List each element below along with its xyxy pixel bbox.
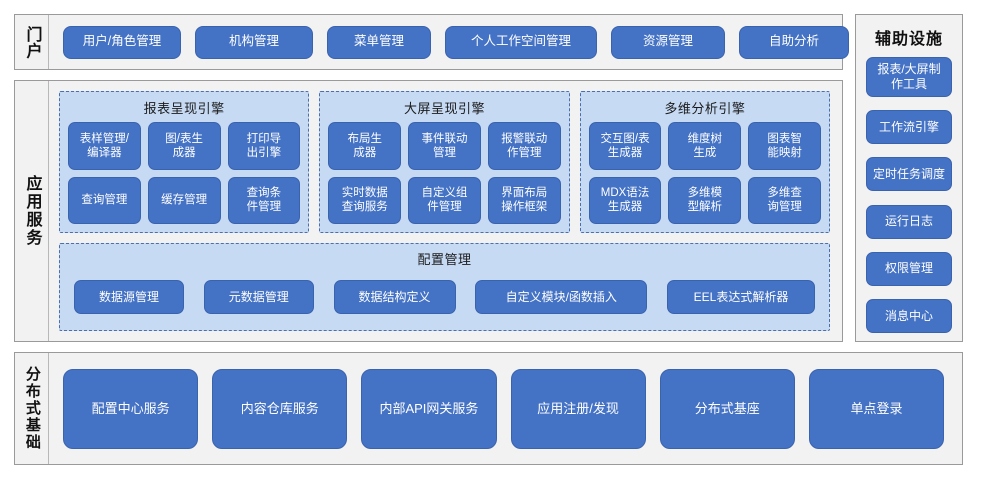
aux-item-workflow-engine[interactable]: 工作流引擎 [866, 110, 952, 145]
engine-item-event-linkage-management[interactable]: 事件联动 管理 [408, 122, 481, 170]
base-item-distributed-foundation[interactable]: 分布式基座 [659, 368, 795, 449]
portal-section-label: 门户 [15, 15, 49, 69]
config-item-metadata-management[interactable]: 元数据管理 [203, 280, 314, 314]
config-item-datasource-management[interactable]: 数据源管理 [74, 280, 184, 314]
engines-row: 报表呈现引擎 表样管理/ 编译器 图/表生 成器 打印导 出引擎 查询管理 缓存… [59, 91, 830, 233]
engine-item-chart-table-generator[interactable]: 图/表生 成器 [147, 122, 221, 170]
auxiliary-facilities-list: 报表/大屏制 作工具 工作流引擎 定时任务调度 运行日志 权限管理 消息中心 [866, 57, 952, 333]
report-rendering-engine-title: 报表呈现引擎 [143, 101, 225, 116]
engine-item-realtime-data-query-service[interactable]: 实时数据 查询服务 [328, 176, 402, 224]
aux-item-scheduled-task-scheduler[interactable]: 定时任务调度 [866, 157, 952, 192]
large-screen-engine-grid: 布局生 成器 事件联动 管理 报警联动 作管理 实时数据 查询服务 自定义组 件… [328, 122, 561, 224]
multidimensional-analysis-engine-grid: 交互图/表 生成器 维度树 生成 图表智 能映射 MDX语法 生成器 多维模 型… [588, 122, 821, 224]
engine-item-cache-management[interactable]: 缓存管理 [147, 176, 221, 224]
portal-item-personal-workspace-management[interactable]: 个人工作空间管理 [445, 25, 597, 59]
engine-item-query-management[interactable]: 查询管理 [68, 176, 141, 224]
auxiliary-facilities-section: 辅助设施 报表/大屏制 作工具 工作流引擎 定时任务调度 运行日志 权限管理 消… [855, 14, 963, 342]
portal-item-menu-management[interactable]: 菜单管理 [327, 25, 431, 59]
base-item-content-repository-service[interactable]: 内容仓库服务 [212, 368, 348, 449]
application-services-section: 应用服务 报表呈现引擎 表样管理/ 编译器 图/表生 成器 打印导 出引擎 查询… [14, 80, 843, 342]
application-services-body: 报表呈现引擎 表样管理/ 编译器 图/表生 成器 打印导 出引擎 查询管理 缓存… [49, 81, 842, 341]
base-item-app-registration-discovery[interactable]: 应用注册/发现 [510, 368, 646, 449]
configuration-management-title: 配置管理 [417, 252, 472, 267]
base-item-single-sign-on[interactable]: 单点登录 [808, 368, 945, 449]
engine-item-query-condition-management[interactable]: 查询条 件管理 [227, 176, 301, 224]
config-item-data-structure-definition[interactable]: 数据结构定义 [333, 280, 456, 314]
engine-item-alarm-linkage-action-management[interactable]: 报警联动 作管理 [487, 122, 561, 170]
application-services-section-label: 应用服务 [15, 81, 49, 341]
config-item-custom-module-function-insert[interactable]: 自定义模块/函数插入 [475, 280, 648, 314]
engine-item-report-template-manager[interactable]: 表样管理/ 编译器 [68, 122, 141, 170]
engine-item-chart-smart-mapping[interactable]: 图表智 能映射 [748, 122, 821, 170]
portal-item-self-service-analysis[interactable]: 自助分析 [739, 25, 849, 59]
engine-item-layout-generator[interactable]: 布局生 成器 [328, 122, 402, 170]
distributed-base-button-row: 配置中心服务 内容仓库服务 内部API网关服务 应用注册/发现 分布式基座 单点… [49, 353, 962, 464]
aux-item-runtime-log[interactable]: 运行日志 [866, 204, 952, 239]
large-screen-engine-group: 大屏呈现引擎 布局生 成器 事件联动 管理 报警联动 作管理 实时数据 查询服务… [319, 91, 570, 233]
engine-item-dimension-tree-generation[interactable]: 维度树 生成 [668, 122, 742, 170]
auxiliary-facilities-title: 辅助设施 [874, 31, 943, 48]
large-screen-engine-title: 大屏呈现引擎 [403, 101, 485, 116]
aux-item-permission-management[interactable]: 权限管理 [866, 251, 952, 286]
configuration-management-group: 配置管理 数据源管理 元数据管理 数据结构定义 自定义模块/函数插入 EEL表达… [59, 243, 830, 331]
portal-item-resource-management[interactable]: 资源管理 [611, 25, 725, 59]
report-rendering-engine-grid: 表样管理/ 编译器 图/表生 成器 打印导 出引擎 查询管理 缓存管理 查询条 … [68, 122, 301, 224]
engine-item-mdx-syntax-generator[interactable]: MDX语法 生成器 [588, 176, 662, 224]
engine-item-ui-layout-operation-framework[interactable]: 界面布局 操作框架 [487, 176, 561, 224]
engine-item-multidim-model-parsing[interactable]: 多维模 型解析 [668, 176, 742, 224]
portal-button-row: 用户/角色管理 机构管理 菜单管理 个人工作空间管理 资源管理 自助分析 [49, 15, 863, 69]
multidimensional-analysis-engine-title: 多维分析引擎 [664, 101, 746, 116]
engine-item-interactive-chart-table-generator[interactable]: 交互图/表 生成器 [588, 122, 662, 170]
multidimensional-analysis-engine-group: 多维分析引擎 交互图/表 生成器 维度树 生成 图表智 能映射 MDX语法 生成… [579, 91, 830, 233]
engine-item-multidim-query-management[interactable]: 多维查 询管理 [748, 176, 821, 224]
aux-item-message-center[interactable]: 消息中心 [866, 298, 952, 333]
base-item-internal-api-gateway-service[interactable]: 内部API网关服务 [361, 368, 497, 449]
aux-item-report-dashboard-authoring-tool[interactable]: 报表/大屏制 作工具 [866, 57, 952, 97]
report-rendering-engine-group: 报表呈现引擎 表样管理/ 编译器 图/表生 成器 打印导 出引擎 查询管理 缓存… [59, 91, 310, 233]
engine-item-print-export-engine[interactable]: 打印导 出引擎 [227, 122, 301, 170]
portal-item-org-management[interactable]: 机构管理 [195, 25, 313, 59]
configuration-management-row: 数据源管理 元数据管理 数据结构定义 自定义模块/函数插入 EEL表达式解析器 [70, 273, 819, 321]
config-item-eel-expression-parser[interactable]: EEL表达式解析器 [667, 280, 815, 314]
portal-section: 门户 用户/角色管理 机构管理 菜单管理 个人工作空间管理 资源管理 自助分析 [14, 14, 849, 70]
base-item-config-center-service[interactable]: 配置中心服务 [63, 368, 199, 449]
engine-item-custom-component-management[interactable]: 自定义组 件管理 [408, 176, 481, 224]
distributed-base-section-label: 分布式基础 [15, 353, 49, 464]
portal-item-user-role-management[interactable]: 用户/角色管理 [63, 25, 181, 59]
distributed-base-section: 分布式基础 配置中心服务 内容仓库服务 内部API网关服务 应用注册/发现 分布… [14, 352, 963, 465]
